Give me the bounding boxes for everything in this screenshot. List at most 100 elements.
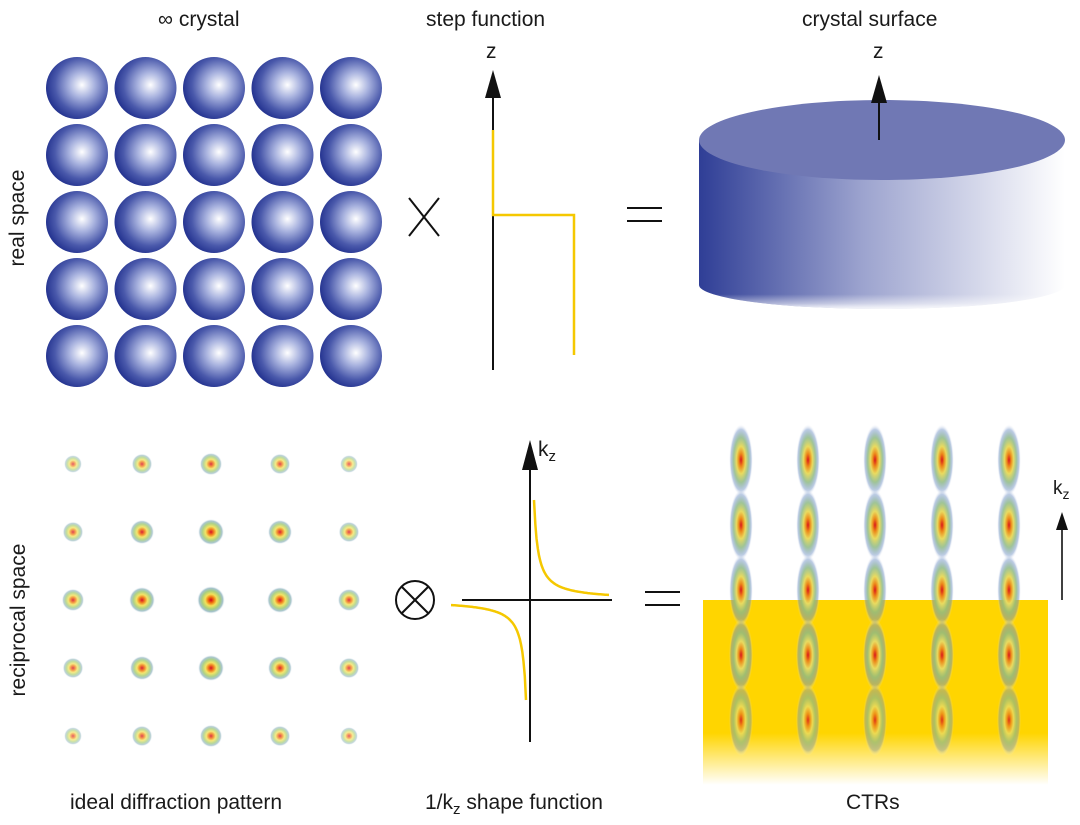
diffraction-caption: ideal diffraction pattern bbox=[70, 791, 283, 814]
lattice-atom bbox=[46, 191, 108, 253]
diffraction-spot bbox=[267, 519, 293, 545]
z-axis-arrow-icon bbox=[485, 70, 501, 98]
crystal-top-face bbox=[699, 100, 1065, 180]
ctr-intensity-lobe bbox=[729, 424, 753, 496]
diffraction-spot bbox=[131, 453, 153, 475]
diffraction-spot bbox=[131, 725, 153, 747]
diffraction-spot bbox=[338, 521, 360, 543]
ctr-intensity-lobe bbox=[863, 554, 887, 626]
lattice-atom bbox=[46, 325, 108, 387]
lattice-atom bbox=[183, 325, 245, 387]
crystal-surface-cylinder bbox=[694, 75, 1074, 315]
inverse-curve-negative bbox=[451, 603, 528, 701]
diffraction-spot bbox=[62, 521, 84, 543]
diffraction-spot bbox=[197, 518, 225, 546]
equals-operator-top bbox=[627, 207, 662, 222]
inverse-curve-positive bbox=[532, 499, 609, 597]
crystal-title: ∞ crystal bbox=[158, 8, 240, 32]
shape-caption-prefix: 1/k bbox=[425, 791, 454, 814]
ctr-intensity-lobe bbox=[863, 489, 887, 561]
ctr-intensity-lobe bbox=[729, 684, 753, 756]
ctr-kz-label-sub: z bbox=[1062, 485, 1070, 502]
ctr-intensity-lobe bbox=[997, 684, 1021, 756]
lattice-atom bbox=[114, 258, 177, 320]
lattice-atom bbox=[320, 258, 382, 320]
diffraction-spot bbox=[338, 657, 360, 679]
lattice-atom bbox=[320, 191, 382, 253]
diffraction-spot bbox=[337, 588, 361, 612]
ctr-intensity-lobe bbox=[930, 684, 954, 756]
ctr-kz-label-main: k bbox=[1053, 478, 1063, 499]
diffraction-spot bbox=[61, 588, 85, 612]
ctr-kz-arrow-icon bbox=[1056, 512, 1068, 530]
ctr-rod bbox=[796, 424, 820, 756]
diffraction-spot bbox=[197, 654, 225, 682]
ctr-rod bbox=[729, 424, 753, 756]
ctr-intensity-lobe bbox=[729, 619, 753, 691]
ctr-panel bbox=[703, 424, 1068, 785]
ctr-intensity-lobe bbox=[729, 554, 753, 626]
surface-z-label: z bbox=[873, 40, 884, 63]
kz-axis-label-main: k bbox=[538, 438, 549, 461]
lattice-atom bbox=[251, 124, 314, 186]
ctr-intensity-lobe bbox=[729, 489, 753, 561]
surface-z-arrow-icon bbox=[871, 75, 887, 103]
ctr-intensity-lobe bbox=[997, 619, 1021, 691]
ctr-rods bbox=[729, 424, 1021, 756]
diffraction-spot bbox=[63, 726, 83, 746]
lattice-atom bbox=[320, 57, 382, 119]
diffraction-spot bbox=[129, 519, 155, 545]
lattice-atom bbox=[183, 258, 245, 320]
shape-caption-sub: z bbox=[453, 801, 461, 819]
diffraction-spot bbox=[266, 586, 294, 614]
ctrs-caption: CTRs bbox=[846, 791, 900, 814]
shape-caption-suffix: shape function bbox=[466, 791, 603, 814]
diffraction-spot bbox=[199, 724, 223, 748]
ctr-intensity-lobe bbox=[930, 489, 954, 561]
real-space-label: real space bbox=[6, 169, 29, 267]
step-curve bbox=[491, 130, 576, 355]
ctr-intensity-lobe bbox=[863, 619, 887, 691]
diffraction-pattern bbox=[61, 452, 361, 748]
lattice-atom bbox=[46, 258, 108, 320]
convolution-operator bbox=[395, 580, 435, 620]
diffraction-spot bbox=[197, 586, 225, 614]
ctr-intensity-lobe bbox=[796, 554, 820, 626]
kz-axis-label-sub: z bbox=[548, 448, 557, 466]
diffraction-spot bbox=[269, 453, 291, 475]
diffraction-spot bbox=[199, 452, 223, 476]
crystal-title-text: crystal bbox=[178, 8, 240, 31]
step-function-title: step function bbox=[426, 8, 546, 31]
lattice-atom bbox=[114, 191, 177, 253]
diffraction-spot bbox=[267, 655, 293, 681]
lattice-atom bbox=[251, 258, 314, 320]
lattice-atom bbox=[251, 325, 314, 387]
diffraction-spot bbox=[129, 655, 155, 681]
lattice-atom bbox=[320, 124, 382, 186]
shape-function-plot bbox=[451, 440, 612, 742]
lattice-atom bbox=[251, 191, 314, 253]
multiply-operator bbox=[408, 197, 440, 237]
lattice-atom bbox=[251, 57, 314, 119]
lattice-atom bbox=[46, 124, 108, 186]
ctr-rod bbox=[863, 424, 887, 756]
diffraction-spot bbox=[128, 586, 156, 614]
lattice-atom bbox=[114, 124, 177, 186]
ctr-intensity-lobe bbox=[796, 619, 820, 691]
equals-operator-bottom bbox=[645, 591, 680, 606]
ctr-intensity-lobe bbox=[930, 619, 954, 691]
ctr-intensity-lobe bbox=[997, 424, 1021, 496]
step-z-label: z bbox=[486, 40, 497, 63]
lattice-atom bbox=[183, 57, 245, 119]
diffraction-spot bbox=[62, 657, 84, 679]
diffraction-spot bbox=[339, 726, 359, 746]
lattice-atom bbox=[183, 124, 245, 186]
crystal-lattice bbox=[46, 57, 382, 387]
diffraction-spot bbox=[63, 454, 83, 474]
ctr-intensity-lobe bbox=[796, 489, 820, 561]
ctr-intensity-lobe bbox=[796, 684, 820, 756]
crystal-surface-title: crystal surface bbox=[802, 8, 938, 31]
ctr-intensity-lobe bbox=[997, 489, 1021, 561]
diffraction-spot bbox=[269, 725, 291, 747]
